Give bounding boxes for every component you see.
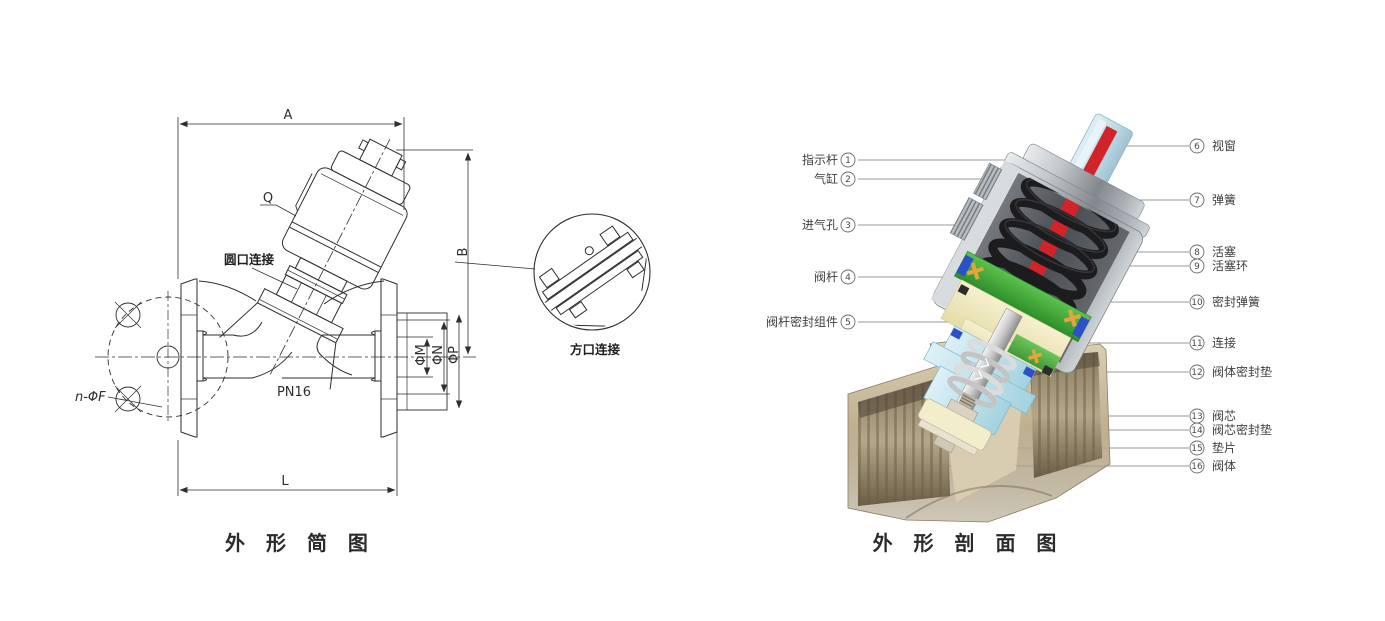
svg-text:阀芯: 阀芯 (1212, 409, 1236, 423)
svg-text:8: 8 (1194, 248, 1200, 258)
part-label-15: 15 垫片 (1189, 440, 1236, 456)
part-label-14: 14 阀芯密封垫 (1189, 422, 1272, 438)
stem-seal-spring (947, 338, 1017, 408)
svg-text:7: 7 (1194, 196, 1200, 206)
part-labels-right: 6 视窗 7 弹簧 8 活塞 9 活塞环 10 密封弹簧 (1189, 138, 1272, 474)
svg-text:6: 6 (1194, 142, 1200, 152)
dim-phi-p-label: ΦP (447, 346, 462, 364)
round-port-label: 圆口连接 (224, 252, 275, 267)
dimension-b (396, 149, 473, 355)
outline-actuator (219, 138, 411, 390)
part-label-13: 13 阀芯 (1189, 408, 1236, 424)
svg-text:活塞: 活塞 (1212, 244, 1236, 259)
svg-text:阀体: 阀体 (1212, 459, 1236, 473)
body-belly-shadow (905, 485, 1053, 519)
svg-text:3: 3 (845, 221, 851, 231)
q-leader-line (260, 204, 297, 217)
svg-text:密封弹簧: 密封弹簧 (1212, 294, 1260, 309)
shell-cut-face (930, 160, 1019, 308)
dimension-a (177, 117, 405, 279)
svg-text:气缸: 气缸 (814, 171, 838, 186)
svg-text:活塞环: 活塞环 (1212, 258, 1248, 273)
actuator-assembly (917, 113, 1150, 456)
part-label-7: 7 弹簧 (1189, 192, 1236, 208)
flange-face-projection (396, 312, 463, 411)
svg-text:连接: 连接 (1212, 335, 1236, 350)
svg-text:13: 13 (1191, 412, 1202, 422)
svg-text:14: 14 (1191, 426, 1203, 436)
part-label-8: 8 活塞 (1189, 244, 1236, 260)
actuator-q-label: Q (263, 191, 273, 206)
part-label-12: 12 阀体密封垫 (1189, 364, 1272, 380)
flange-front-view-phantom (107, 291, 229, 423)
part-label-9: 9 活塞环 (1189, 258, 1248, 274)
svg-text:1: 1 (845, 156, 851, 166)
air-inlet-boss (949, 162, 1003, 241)
part-label-5: 阀杆密封组件 5 (766, 314, 856, 330)
svg-text:垫片: 垫片 (1212, 440, 1236, 455)
svg-text:4: 4 (845, 273, 851, 283)
left-flange (180, 278, 204, 438)
outline-caption: 外 形 简 图 (225, 531, 375, 555)
bolt-hole-top (114, 301, 142, 329)
part-label-4: 阀杆 4 (814, 269, 856, 285)
right-threaded-port (1030, 352, 1102, 478)
part-label-2: 气缸 2 (814, 171, 856, 187)
svg-text:12: 12 (1191, 368, 1202, 378)
rating-label: PN16 (277, 385, 311, 400)
svg-text:阀杆密封组件: 阀杆密封组件 (766, 314, 838, 329)
indicator-rod (1082, 125, 1118, 178)
svg-text:视窗: 视窗 (1212, 138, 1236, 153)
piston-ring-seal-right (1072, 316, 1090, 339)
dim-phi-m-label: ΦM (414, 344, 429, 365)
dim-a-label: A (284, 108, 293, 123)
svg-text:阀体密封垫: 阀体密封垫 (1212, 364, 1272, 379)
part-label-11: 11 连接 (1189, 335, 1236, 351)
seal-marker-x (966, 262, 1082, 327)
svg-text:指示杆: 指示杆 (802, 152, 838, 167)
dimension-l (177, 413, 398, 496)
bolt-hole-bottom (114, 385, 142, 413)
piston (954, 250, 1092, 343)
bolt-spec-label: n-ΦF (75, 390, 106, 405)
part-label-16: 16 阀体 (1189, 458, 1236, 474)
svg-text:阀杆: 阀杆 (814, 270, 838, 284)
pipe-body (198, 280, 385, 382)
part-label-1: 指示杆 1 (802, 152, 856, 168)
svg-text:11: 11 (1191, 339, 1202, 349)
svg-text:5: 5 (845, 318, 851, 328)
cutaway-drawing: 指示杆 1 气缸 2 进气孔 3 阀杆 4 阀杆密封组件 (766, 113, 1272, 523)
svg-text:15: 15 (1191, 444, 1202, 454)
dim-l-label: L (281, 474, 289, 489)
dim-phi-n-label: ΦN (431, 345, 446, 365)
part-labels-left: 指示杆 1 气缸 2 进气孔 3 阀杆 4 阀杆密封组件 (766, 152, 856, 330)
svg-text:弹簧: 弹簧 (1212, 192, 1236, 207)
svg-text:16: 16 (1191, 462, 1203, 472)
cutaway-caption: 外 形 剖 面 图 (873, 531, 1064, 555)
actuator-axis-centerline (269, 138, 391, 376)
svg-text:9: 9 (1194, 262, 1200, 272)
right-flange (374, 278, 398, 438)
dim-b-label: B (456, 248, 471, 257)
svg-text:10: 10 (1191, 298, 1203, 308)
bolt-spec-leader (107, 396, 163, 408)
svg-text:2: 2 (845, 175, 851, 185)
valve-stem (917, 307, 1023, 456)
round-port-leader (251, 267, 298, 290)
part-label-10: 10 密封弹簧 (1189, 294, 1260, 310)
piston-ring-seal-left (956, 254, 974, 277)
part-label-6: 6 视窗 (1189, 138, 1236, 154)
part-label-3: 进气孔 3 (802, 217, 856, 233)
detail-circle-square-port (454, 213, 651, 331)
svg-text:阀芯密封垫: 阀芯密封垫 (1212, 422, 1272, 437)
square-port-label: 方口连接 (570, 342, 621, 357)
outline-drawing: A B L ΦM ΦN ΦP Q (75, 108, 651, 496)
svg-text:进气孔: 进气孔 (802, 217, 838, 232)
stem-chevrons (974, 357, 990, 381)
